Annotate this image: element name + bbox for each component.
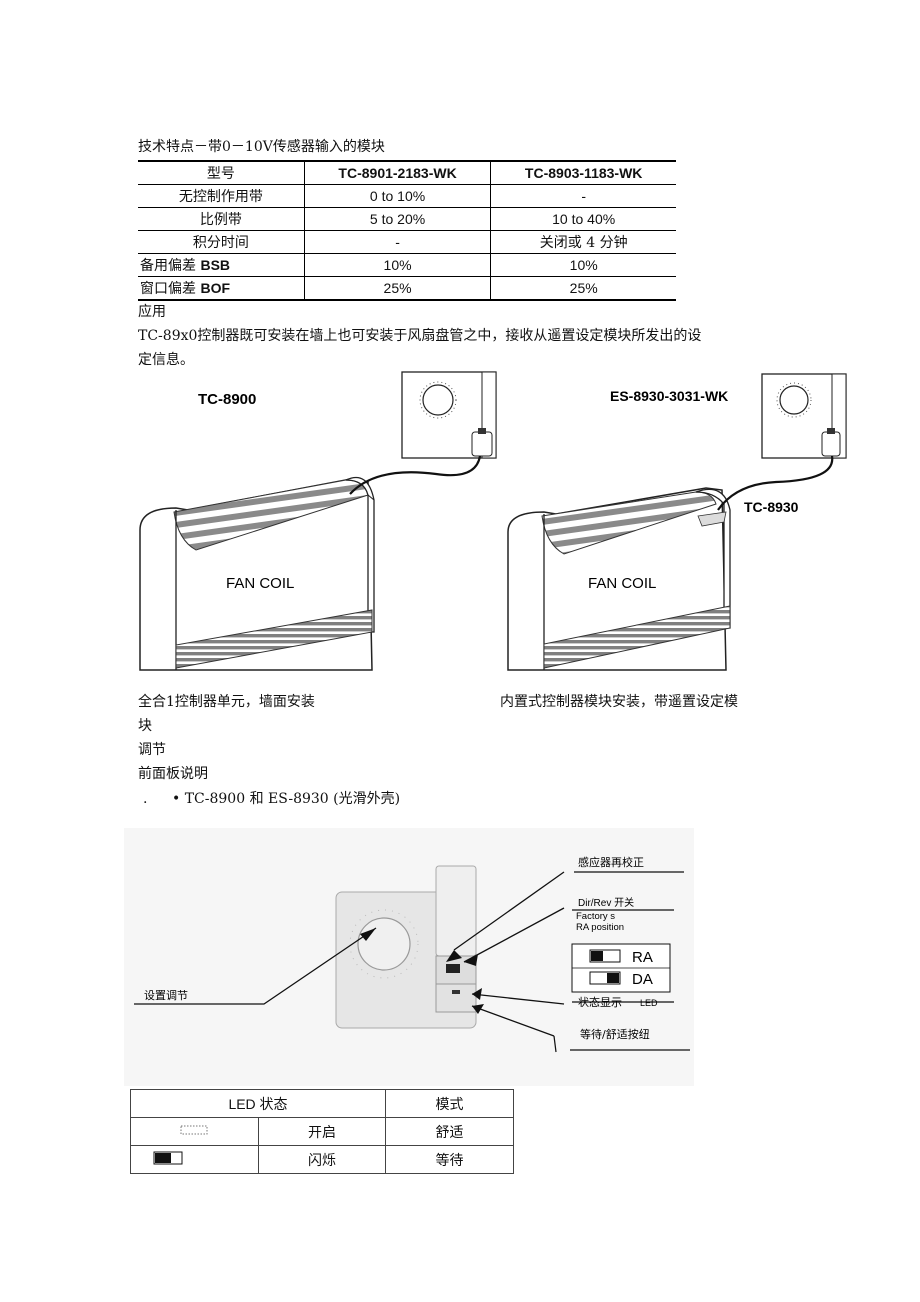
application-heading: 应用 bbox=[138, 304, 166, 320]
row-value: 10 to 40% bbox=[490, 207, 676, 231]
tc-8930-module bbox=[697, 511, 727, 527]
fan-coil-figure: TC-8900 ES-8930-3031-WK TC-8930 FAN COIL… bbox=[139, 371, 847, 671]
row-value: - bbox=[303, 230, 491, 254]
spec-header-col2: TC-8903-1183-WK bbox=[490, 160, 676, 185]
wall-thermostat-left bbox=[401, 371, 497, 459]
ra-label: RA bbox=[632, 949, 653, 966]
bullet-text: • TC-8900 和 ES-8930 (光滑外壳) bbox=[172, 791, 401, 807]
row-value: 10% bbox=[490, 253, 676, 277]
setting-label: 设置调节 bbox=[144, 989, 188, 1002]
front-panel-figure: 设置调节 感应器再校正 Dir/Rev 开关 Factory s RA posi… bbox=[124, 828, 694, 1086]
fan-coil-label-left: FAN COIL bbox=[226, 575, 294, 592]
left-model-label: TC-8900 bbox=[198, 391, 256, 408]
table-row: 积分时间 - 关闭或 4 分钟 bbox=[138, 230, 676, 254]
mode-header: 模式 bbox=[385, 1089, 514, 1118]
bullet-dot: . bbox=[143, 791, 148, 807]
standby-button-label: 等待/舒适按纽 bbox=[580, 1027, 650, 1041]
right-model-label: ES-8930-3031-WK bbox=[610, 388, 728, 404]
caption-right: 内置式控制器模块安装，带遥置设定模 bbox=[500, 694, 738, 710]
led-blink-icon bbox=[130, 1145, 259, 1174]
row-label-text: 备用偏差 bbox=[140, 258, 201, 274]
fan-coil-unit-right bbox=[507, 487, 731, 671]
status-display-label: 状态显示 bbox=[578, 995, 622, 1009]
caption-left: 全合1控制器单元，墙面安装 bbox=[138, 694, 315, 710]
table-row: 无控制作用带 0 to 10% - bbox=[138, 184, 676, 208]
spec-header-model: 型号 bbox=[138, 160, 305, 185]
ra-position-label: RA position bbox=[576, 922, 624, 933]
status-led bbox=[452, 990, 460, 994]
table-row: 窗口偏差 BOF 25% 25% bbox=[138, 276, 676, 301]
led-table: LED 状态 模式 开启 舒适 闪烁 等待 bbox=[130, 1089, 514, 1174]
row-label: 无控制作用带 bbox=[138, 184, 305, 208]
led-status-header: LED 状态 bbox=[130, 1089, 386, 1118]
table-row: 开启 舒适 bbox=[130, 1117, 514, 1146]
wall-thermostat-right bbox=[761, 373, 847, 459]
row-value: 0 to 10% bbox=[303, 184, 491, 208]
row-value: 5 to 20% bbox=[303, 207, 491, 231]
sensor-recal-label: 感应器再校正 bbox=[578, 855, 644, 869]
row-label-abbr: BOF bbox=[200, 280, 231, 296]
row-label-text: 窗口偏差 bbox=[140, 281, 201, 297]
application-text: TC-89x0控制器既可安装在墙上也可安装于风扇盘管之中，接收从遥置设定模块所发… bbox=[138, 328, 702, 344]
fan-coil-label-right: FAN COIL bbox=[588, 575, 656, 592]
row-label: 积分时间 bbox=[138, 230, 305, 254]
dir-rev-label: Dir/Rev 开关 bbox=[578, 896, 634, 909]
da-label: DA bbox=[632, 971, 653, 988]
factory-label: Factory s bbox=[576, 911, 615, 922]
table-row: 备用偏差 BSB 10% 10% bbox=[138, 253, 676, 277]
row-value: - bbox=[490, 184, 676, 208]
row-value: 关闭或 4 分钟 bbox=[490, 230, 676, 254]
spec-table: 型号 TC-8901-2183-WK TC-8903-1183-WK 无控制作用… bbox=[138, 160, 676, 301]
row-label: 比例带 bbox=[138, 207, 305, 231]
led-state: 开启 bbox=[258, 1117, 386, 1146]
fan-coil-unit-left bbox=[139, 476, 375, 671]
dir-rev-switch[interactable] bbox=[446, 964, 460, 973]
cable-left bbox=[349, 455, 482, 495]
right-module-label: TC-8930 bbox=[744, 499, 799, 515]
caption-left-cont: 块 bbox=[138, 718, 152, 734]
spec-header-col1: TC-8901-2183-WK bbox=[303, 160, 491, 185]
led-mode: 等待 bbox=[385, 1145, 514, 1174]
thermostat-tab bbox=[435, 865, 477, 957]
section-title: 技术特点－带0－10V传感器输入的模块 bbox=[138, 139, 385, 155]
adjust-heading: 调节 bbox=[138, 742, 166, 758]
row-label-abbr: BSB bbox=[200, 257, 231, 273]
table-row: 比例带 5 to 20% 10 to 40% bbox=[138, 207, 676, 231]
led-label: LED bbox=[640, 998, 658, 1008]
front-panel-heading: 前面板说明 bbox=[138, 766, 208, 782]
led-mode: 舒适 bbox=[385, 1117, 514, 1146]
led-state: 闪烁 bbox=[258, 1145, 386, 1174]
led-on-icon bbox=[130, 1117, 259, 1146]
row-label: 窗口偏差 BOF bbox=[138, 276, 305, 301]
setpoint-dial[interactable] bbox=[357, 917, 411, 971]
row-value: 10% bbox=[303, 253, 491, 277]
row-value: 25% bbox=[303, 276, 491, 301]
row-label: 备用偏差 BSB bbox=[138, 253, 305, 277]
row-value: 25% bbox=[490, 276, 676, 301]
cable-right bbox=[717, 455, 834, 511]
application-text-cont: 定信息。 bbox=[138, 352, 194, 368]
table-row: 闪烁 等待 bbox=[130, 1145, 514, 1174]
